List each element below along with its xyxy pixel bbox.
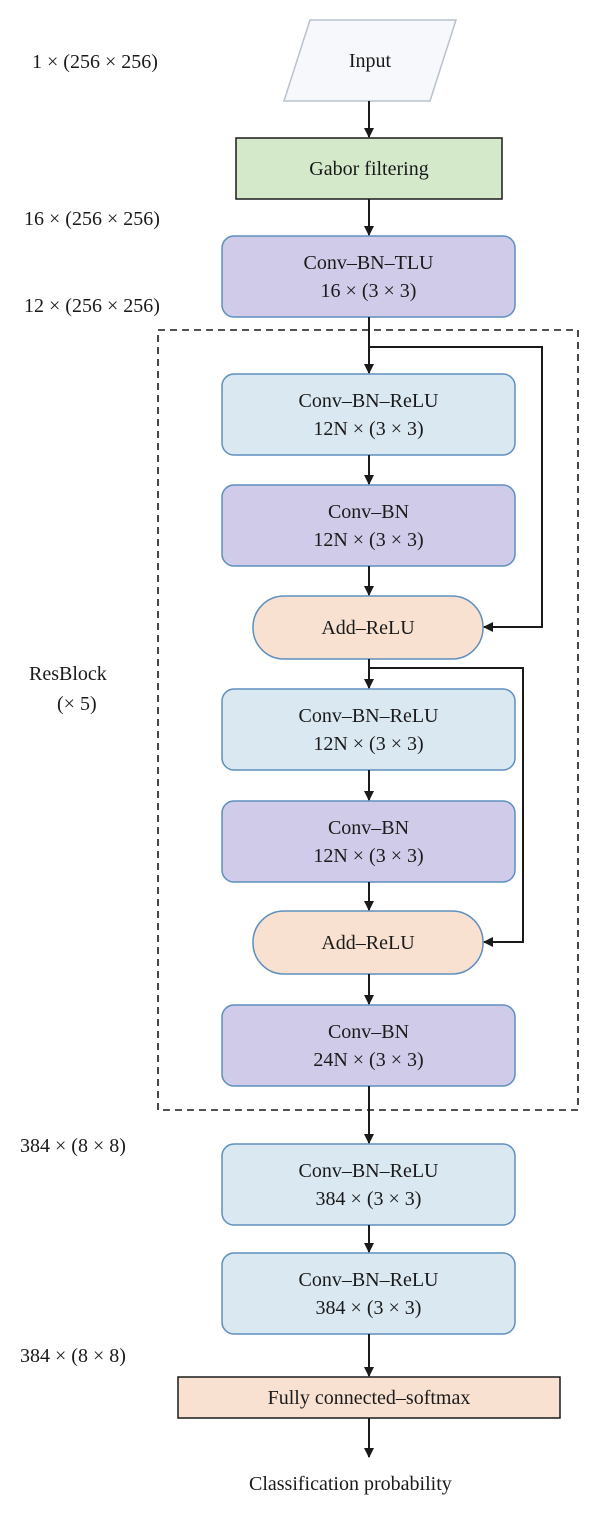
skip-connection-2 <box>369 667 524 947</box>
rb-final-conv-bn-params: 24N × (3 × 3) <box>313 1048 424 1071</box>
skip-connection-1 <box>369 346 543 632</box>
rb1-conv-bn-relu-title: Conv–BN–ReLU <box>298 389 439 412</box>
rb1-conv-bn-relu-label: Conv–BN–ReLU 12N × (3 × 3) <box>222 374 515 455</box>
dim-label-after-tlu: 12 × (256 × 256) <box>24 295 160 317</box>
conv384-b-params: 384 × (3 × 3) <box>315 1296 422 1319</box>
gabor-node <box>235 137 503 200</box>
conv384-b-title: Conv–BN–ReLU <box>298 1268 439 1291</box>
rb1-add-relu-label: Add–ReLU <box>253 596 483 659</box>
tlu-params: 16 × (3 × 3) <box>320 279 417 302</box>
rb1-conv-bn-title: Conv–BN <box>327 500 410 523</box>
rb2-conv-bn-relu-title: Conv–BN–ReLU <box>298 704 439 727</box>
gabor-node-label: Gabor filtering <box>236 138 502 199</box>
dim-label-before-fc: 384 × (8 × 8) <box>20 1345 126 1367</box>
dim-label-after-resblock: 384 × (8 × 8) <box>20 1135 126 1157</box>
rb2-add-relu-label: Add–ReLU <box>253 911 483 974</box>
input-node <box>282 19 458 102</box>
resblock-name: ResBlock <box>29 663 107 685</box>
conv384-a-title: Conv–BN–ReLU <box>298 1159 439 1182</box>
fc-node <box>177 1376 561 1419</box>
rb1-add-relu-text: Add–ReLU <box>321 616 415 639</box>
rb-final-conv-bn-label: Conv–BN 24N × (3 × 3) <box>222 1005 515 1086</box>
dim-label-after-gabor: 16 × (256 × 256) <box>24 208 160 230</box>
conv384-a-label: Conv–BN–ReLU 384 × (3 × 3) <box>222 1144 515 1225</box>
fc-text: Fully connected–softmax <box>267 1386 471 1409</box>
resblock-repeat: (× 5) <box>57 693 97 715</box>
conv384-a-params: 384 × (3 × 3) <box>315 1187 422 1210</box>
rb-final-conv-bn-title: Conv–BN <box>327 1020 410 1043</box>
rb1-conv-bn-params: 12N × (3 × 3) <box>313 528 424 551</box>
dim-label-input: 1 × (256 × 256) <box>32 51 158 73</box>
output-label: Classification probability <box>249 1473 452 1495</box>
input-text: Input <box>348 49 392 72</box>
rb1-conv-bn-relu-params: 12N × (3 × 3) <box>313 417 424 440</box>
rb2-conv-bn-label: Conv–BN 12N × (3 × 3) <box>222 801 515 882</box>
tlu-title: Conv–BN–TLU <box>303 251 434 274</box>
conv384-b-label: Conv–BN–ReLU 384 × (3 × 3) <box>222 1253 515 1334</box>
rb2-add-relu-text: Add–ReLU <box>321 931 415 954</box>
rb2-conv-bn-relu-params: 12N × (3 × 3) <box>313 732 424 755</box>
fc-label: Fully connected–softmax <box>178 1377 560 1418</box>
rb2-conv-bn-params: 12N × (3 × 3) <box>313 844 424 867</box>
rb2-conv-bn-relu-label: Conv–BN–ReLU 12N × (3 × 3) <box>222 689 515 770</box>
tlu-node-label: Conv–BN–TLU 16 × (3 × 3) <box>222 236 515 317</box>
rb2-conv-bn-title: Conv–BN <box>327 816 410 839</box>
input-node-label: Input <box>284 20 456 101</box>
rb1-conv-bn-label: Conv–BN 12N × (3 × 3) <box>222 485 515 566</box>
gabor-text: Gabor filtering <box>309 157 429 180</box>
